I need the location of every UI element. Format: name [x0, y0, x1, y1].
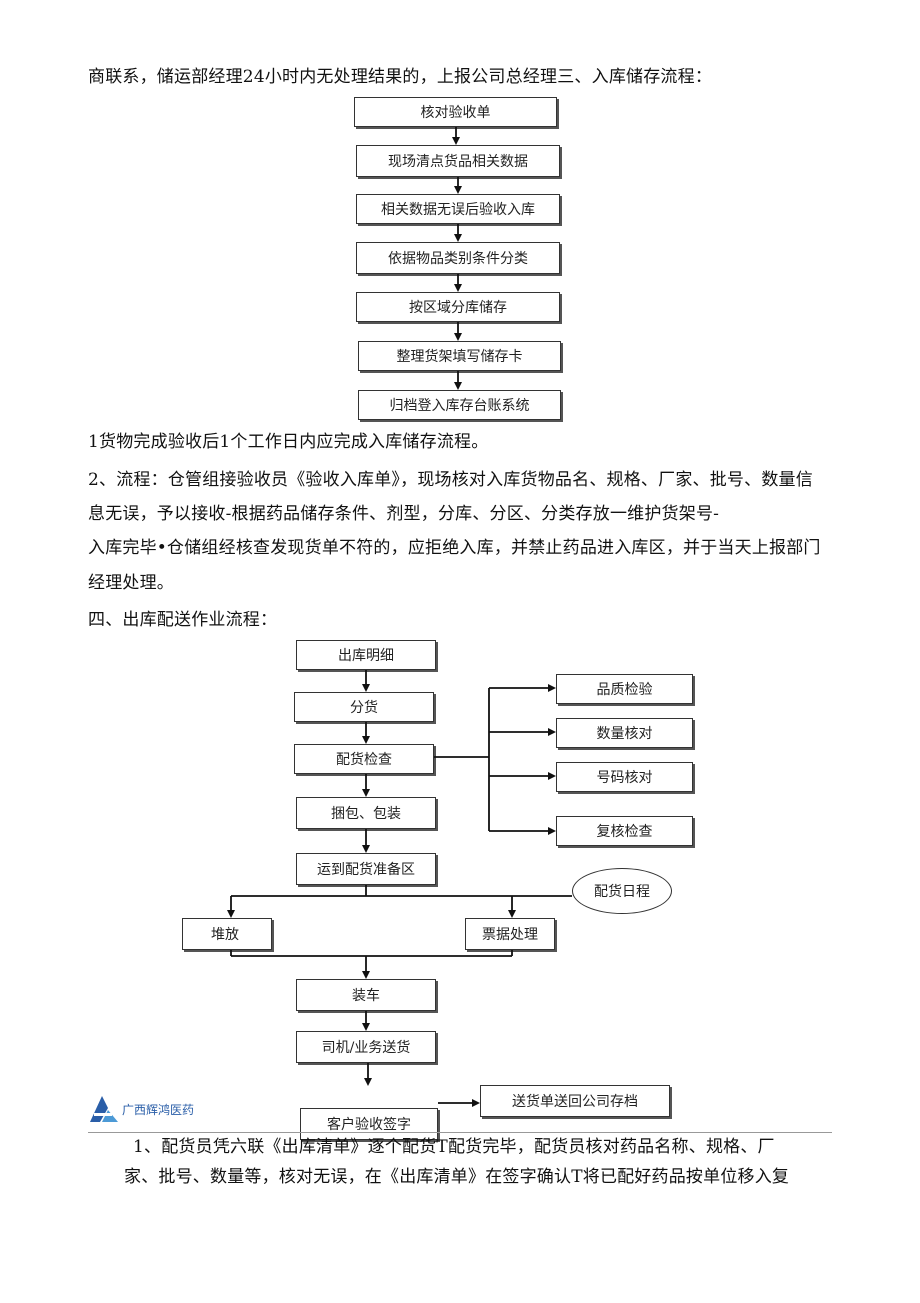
- paragraph-2-line-4: 经理处理。: [88, 573, 174, 593]
- header-rule: [88, 1132, 832, 1133]
- paragraph-2-line-1: 2、流程：仓管组接验收员《验收入库单》，现场核对入库货物品名、规格、厂家、批号、…: [88, 470, 813, 490]
- paragraph-1: 1货物完成验收后1个工作日内应完成入库储存流程。: [88, 432, 489, 452]
- section-4-heading: 四、出库配送作业流程：: [88, 610, 278, 630]
- paragraph-top: 商联系，储运部经理24小时内无处理结果的，上报公司总经理三、入库储存流程：: [88, 67, 713, 87]
- paragraph-2-line-2: 息无误，予以接收-根据药品储存条件、剂型，分库、分区、分类存放一维护货架号-: [88, 504, 720, 524]
- logo-text: 广西辉鸿医药: [122, 1102, 195, 1117]
- company-logo: 广西辉鸿医药: [88, 1094, 194, 1124]
- paragraph-2-line-3: 入库完毕•仓储组经核查发现货单不符的，应拒绝入库，并禁止药品进入库区，并于当天上…: [88, 538, 821, 558]
- flow1-step-1: 核对验收单: [354, 97, 557, 127]
- logo-icon: [90, 1096, 118, 1122]
- schedule-ellipse: 配货日程: [572, 868, 672, 914]
- paragraph-bottom-line-1: 1、配货员凭六联《出库清单》逐个配货T配货完毕，配货员核对药品名称、规格、厂: [133, 1137, 775, 1157]
- paragraph-bottom-line-2: 家、批号、数量等，核对无误，在《出库清单》在签字确认T将已配好药品按单位移入复: [124, 1167, 790, 1187]
